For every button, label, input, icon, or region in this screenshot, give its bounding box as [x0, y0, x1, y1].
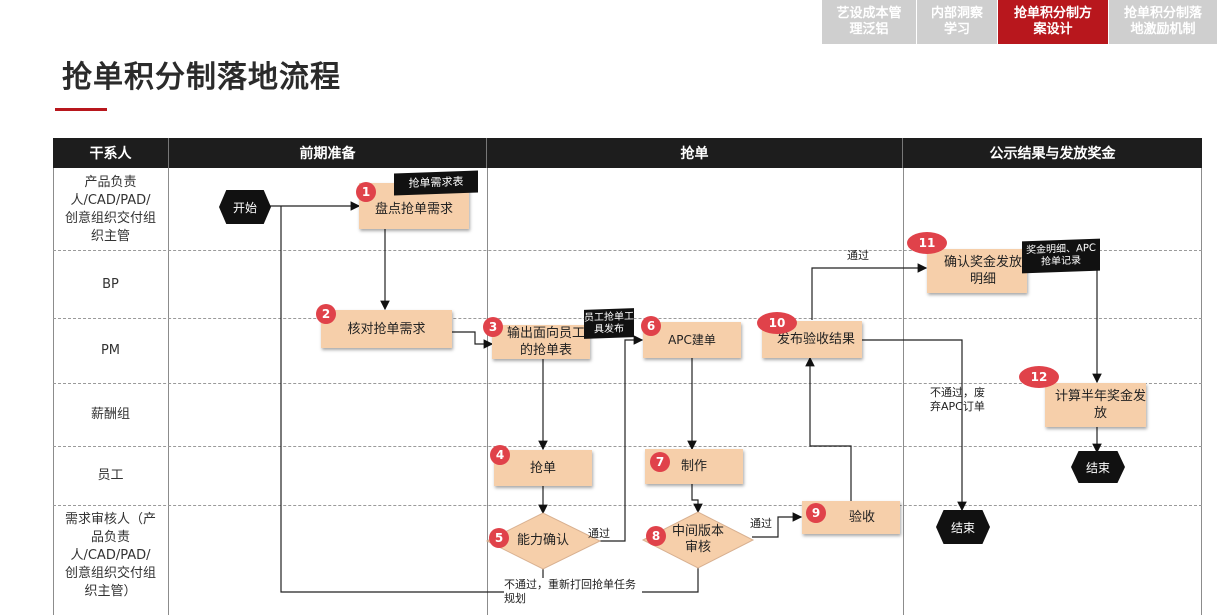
column-divider — [487, 168, 488, 615]
row-divider — [53, 383, 1202, 384]
diamond-step-5 — [485, 512, 602, 570]
step-6-number: 6 — [641, 316, 661, 336]
edge-label-fail-10: 不通过，废弃APC订单 — [930, 386, 985, 413]
step-9-number: 9 — [806, 503, 826, 523]
step-5-label: 能力确认 — [516, 533, 569, 548]
edge-7-to-8 — [691, 484, 703, 514]
page-title: 抢单积分制落地流程 — [62, 60, 341, 95]
nav-tab-label: 抢单积分制落地激励机制 — [1123, 6, 1202, 37]
step-12-number: 12 — [1019, 366, 1059, 388]
step-12-box: 计算半年奖金发放 — [1045, 383, 1146, 427]
nav-tab-insight[interactable]: 内部洞察学习 — [917, 0, 997, 44]
edge-10-to-end — [862, 339, 967, 512]
edge-label-fail-5: 不通过，重新打回抢单任务规划 — [504, 578, 642, 606]
step-2-number: 2 — [316, 304, 336, 324]
end-terminal-reject: 结束 — [936, 510, 990, 544]
role-product-owner: 产品负责人/CAD/PAD/创意组织交付组织主管 — [65, 175, 157, 244]
start-terminal: 开始 — [219, 190, 271, 224]
step-11-box: 确认奖金发放明细 — [927, 249, 1027, 293]
role-bp: BP — [102, 276, 119, 292]
column-divider — [903, 168, 904, 615]
row-divider — [53, 446, 1202, 447]
title-underline — [55, 108, 107, 111]
row-divider — [53, 250, 1202, 251]
step-3-box: 输出面向员工的抢单表 — [492, 325, 590, 359]
step-7-number: 7 — [650, 452, 670, 472]
row-divider — [53, 505, 1202, 506]
step-11-number: 11 — [907, 232, 947, 254]
edge-label-pass-5: 通过 — [588, 527, 610, 540]
edge-label-pass-10: 通过 — [847, 249, 869, 262]
nav-tab-label: 抢单积分制方案设计 — [1013, 6, 1092, 37]
step-4-box: 抢单 — [494, 450, 592, 486]
column-divider — [168, 168, 169, 615]
column-divider — [1201, 168, 1202, 615]
nav-tab-label: 内部洞察学习 — [930, 6, 983, 37]
step-2-box: 核对抢单需求 — [321, 310, 452, 348]
step-4-number: 4 — [490, 445, 510, 465]
step-5-number: 5 — [489, 528, 509, 548]
step-10-number: 10 — [757, 312, 797, 334]
header-phase-publish: 公示结果与发放奖金 — [903, 138, 1202, 168]
nav-tab-scheme[interactable]: 抢单积分制方案设计 — [998, 0, 1108, 44]
end-terminal-final: 结束 — [1071, 451, 1125, 483]
step-3-number: 3 — [483, 317, 503, 337]
step-1-number: 1 — [356, 182, 376, 202]
diamond-step-8 — [641, 511, 755, 569]
edge-8-to-9 — [752, 512, 803, 538]
edge-5-to-6 — [600, 335, 644, 542]
document-bonus-details: 奖金明细、APC抢单记录 — [1022, 238, 1100, 274]
step-8-number: 8 — [646, 526, 666, 546]
role-compensation: 薪酬组 — [90, 407, 130, 422]
edge-9-to-10 — [805, 356, 852, 501]
header-stakeholder: 干系人 — [53, 138, 169, 168]
nav-tab-label: 艺设成本管理泛铝 — [836, 6, 902, 37]
role-reviewer: 需求审核人（产品负责人/CAD/PAD/创意组织交付组织主管） — [65, 512, 157, 599]
document-employee-grab-tool: 员工抢单工具发布 — [584, 308, 634, 339]
edge-label-pass-8: 通过 — [750, 517, 772, 530]
role-pm: PM — [100, 343, 121, 358]
column-divider — [53, 168, 54, 615]
header-phase-prep: 前期准备 — [169, 138, 487, 168]
header-phase-grab: 抢单 — [487, 138, 903, 168]
edge-10-to-11 — [811, 263, 928, 320]
nav-tab-cost[interactable]: 艺设成本管理泛铝 — [822, 0, 916, 44]
role-employee: 员工 — [97, 468, 124, 483]
edge-2-to-3 — [452, 331, 494, 349]
step-8-label: 中间版本审核 — [671, 524, 724, 555]
nav-tab-incentive[interactable]: 抢单积分制落地激励机制 — [1109, 0, 1217, 44]
document-demand-list: 抢单需求表 — [394, 170, 478, 196]
